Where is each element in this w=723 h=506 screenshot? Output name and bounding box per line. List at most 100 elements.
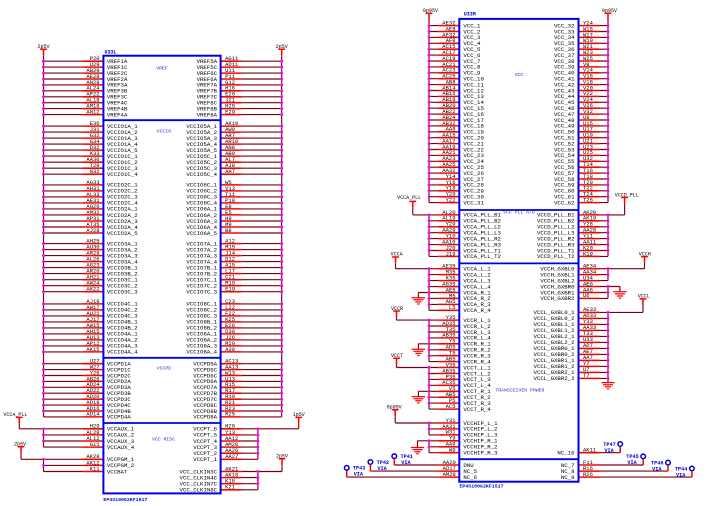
svg-text:AB20: AB20 <box>442 102 455 109</box>
svg-text:NC_7: NC_7 <box>561 462 575 469</box>
svg-text:VCC_CLKIN8C: VCC_CLKIN8C <box>180 487 218 494</box>
svg-text:VCCA_PLL_R2: VCCA_PLL_R2 <box>463 235 501 242</box>
svg-text:AL18: AL18 <box>86 97 99 104</box>
svg-text:J26: J26 <box>225 334 235 341</box>
svg-text:VCCPD7C: VCCPD7C <box>193 396 217 403</box>
svg-text:AA7: AA7 <box>583 354 593 361</box>
svg-text:VREF7C: VREF7C <box>197 94 218 101</box>
svg-text:VCCL_GXBL1_1: VCCL_GXBL1_1 <box>534 321 576 328</box>
svg-text:VCCPD3C: VCCPD3C <box>107 396 131 403</box>
svg-text:AA13: AA13 <box>225 364 238 371</box>
svg-text:AB9: AB9 <box>225 150 235 157</box>
svg-text:VREF3B: VREF3B <box>107 88 128 95</box>
svg-text:VREF6C: VREF6C <box>197 70 218 77</box>
svg-text:VCCD_PLL_R3: VCCD_PLL_R3 <box>537 241 575 248</box>
svg-text:AE31: AE31 <box>86 197 100 204</box>
svg-text:F22: F22 <box>225 310 235 317</box>
svg-text:VCCIO6A_4: VCCIO6A_4 <box>186 224 217 231</box>
svg-text:VCCH_GXBL2: VCCH_GXBL2 <box>540 277 575 284</box>
svg-text:VCC_22: VCC_22 <box>463 146 484 153</box>
svg-text:E8: E8 <box>225 203 232 210</box>
svg-text:VCCAUX_3: VCCAUX_3 <box>107 438 135 445</box>
svg-text:VREF8C: VREF8C <box>197 100 218 107</box>
svg-text:AK22: AK22 <box>86 286 99 293</box>
svg-text:AD11: AD11 <box>225 61 239 68</box>
svg-text:V35: V35 <box>446 361 456 368</box>
svg-text:VCC_27: VCC_27 <box>463 176 483 183</box>
svg-text:VCCIO7A_2: VCCIO7A_2 <box>186 246 217 253</box>
svg-text:VCCPD4B: VCCPD4B <box>107 408 131 415</box>
svg-text:AA21: AA21 <box>442 149 456 156</box>
svg-text:VIA: VIA <box>627 460 637 466</box>
svg-text:AH7: AH7 <box>225 168 235 175</box>
svg-text:U7: U7 <box>583 366 590 373</box>
svg-text:0p95V: 0p95V <box>387 405 402 411</box>
svg-text:VCCIO6A_5: VCCIO6A_5 <box>186 230 217 237</box>
svg-text:1p5V: 1p5V <box>293 412 305 418</box>
svg-text:U33M: U33M <box>464 11 476 17</box>
svg-text:AK11: AK11 <box>583 447 597 454</box>
svg-text:VCCD_PLL_T1: VCCD_PLL_T1 <box>537 247 575 254</box>
svg-text:VCCIO7C_2: VCCIO7C_2 <box>186 283 217 290</box>
svg-text:M5: M5 <box>449 292 456 299</box>
svg-text:AE35: AE35 <box>442 263 455 270</box>
svg-text:AC25: AC25 <box>442 73 455 80</box>
svg-text:AA6: AA6 <box>583 286 593 293</box>
svg-text:VCC_52: VCC_52 <box>554 140 575 147</box>
svg-text:AG5: AG5 <box>446 298 456 305</box>
svg-text:Y20: Y20 <box>446 191 456 198</box>
svg-text:VCCPD2A: VCCPD2A <box>107 378 131 385</box>
svg-text:VCCA_L_4: VCCA_L_4 <box>463 283 491 290</box>
svg-text:VCCL: VCCL <box>638 294 650 300</box>
svg-text:TP43: TP43 <box>353 466 365 472</box>
svg-text:VCC_19: VCC_19 <box>463 129 484 136</box>
svg-text:AL26: AL26 <box>86 256 99 263</box>
svg-text:AN8: AN8 <box>225 144 235 151</box>
svg-text:VCCIO3A_1: VCCIO3A_1 <box>107 240 138 247</box>
svg-text:AN12: AN12 <box>86 108 99 115</box>
svg-text:VCCIO8A_2: VCCIO8A_2 <box>186 337 217 344</box>
svg-text:U8: U8 <box>583 114 590 121</box>
svg-text:VCCT_R_1: VCCT_R_1 <box>463 388 491 395</box>
svg-text:AA33: AA33 <box>583 324 596 331</box>
svg-text:VCCA_R_1: VCCA_R_1 <box>463 289 491 296</box>
svg-text:R26: R26 <box>583 471 593 478</box>
svg-text:AA10: AA10 <box>442 238 455 245</box>
svg-text:VCC_2: VCC_2 <box>463 28 481 35</box>
svg-text:T18: T18 <box>583 173 593 180</box>
svg-text:VCCIO6A_1: VCCIO6A_1 <box>186 206 217 213</box>
svg-text:VCCA_L_3: VCCA_L_3 <box>463 277 491 284</box>
svg-text:VREF5C: VREF5C <box>197 64 218 71</box>
svg-text:A15: A15 <box>225 262 235 269</box>
svg-text:VCCIO4B_2: VCCIO4B_2 <box>107 325 138 332</box>
svg-text:VCC_37: VCC_37 <box>554 52 574 59</box>
svg-text:VCCIO3C_2: VCCIO3C_2 <box>107 283 138 290</box>
svg-text:T14: T14 <box>583 161 594 168</box>
svg-text:AK15: AK15 <box>86 346 99 353</box>
svg-text:VCC_48: VCC_48 <box>554 117 575 124</box>
svg-text:AG26: AG26 <box>86 203 99 210</box>
svg-text:VCCIO: VCCIO <box>157 129 172 135</box>
svg-text:C21: C21 <box>225 274 236 281</box>
svg-text:AK10: AK10 <box>225 120 238 127</box>
svg-text:A12: A12 <box>225 237 235 244</box>
svg-text:VCCL_GXBR1_1: VCCL_GXBR1_1 <box>534 357 576 364</box>
svg-text:VCCIO8B_1: VCCIO8B_1 <box>186 319 217 326</box>
svg-text:VIA: VIA <box>652 466 662 472</box>
svg-text:VCCH_GXBL1: VCCH_GXBL1 <box>540 271 575 278</box>
svg-text:R17: R17 <box>225 387 235 394</box>
svg-text:M35: M35 <box>446 269 456 276</box>
svg-text:VCCPD1A: VCCPD1A <box>107 361 131 368</box>
svg-text:VCCIO7A_4: VCCIO7A_4 <box>186 258 217 265</box>
svg-text:VCC_36: VCC_36 <box>554 46 575 53</box>
svg-text:VCC_6: VCC_6 <box>463 52 481 59</box>
svg-text:AA15: AA15 <box>442 132 455 139</box>
svg-text:VCCL_GXBR0_1: VCCL_GXBR0_1 <box>534 345 576 352</box>
svg-text:VCCL_GXBR2_1: VCCL_GXBR2_1 <box>534 369 576 376</box>
svg-text:TP47: TP47 <box>603 442 615 448</box>
svg-text:VCCD_PLL_L2: VCCD_PLL_L2 <box>537 224 575 231</box>
svg-text:AE6: AE6 <box>583 280 593 287</box>
svg-text:VCC_17: VCC_17 <box>463 117 483 124</box>
svg-text:T20: T20 <box>583 179 593 186</box>
svg-text:AH25: AH25 <box>86 237 99 244</box>
